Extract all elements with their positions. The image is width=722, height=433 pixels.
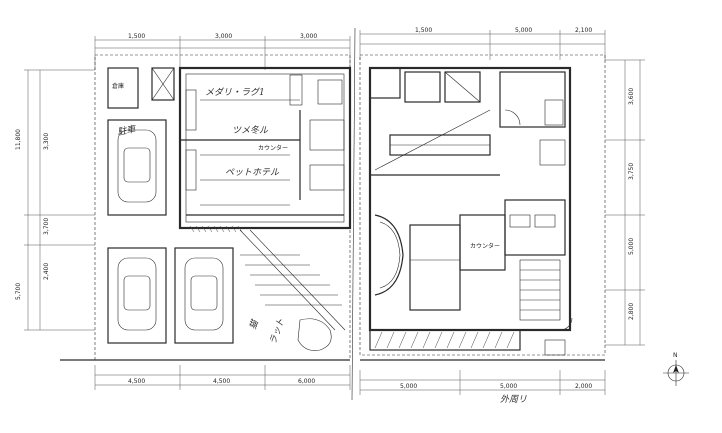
- top-dimension-lines: 1,500 3,000 3,000 1,500 5,000 2,100: [94, 27, 606, 70]
- bottom-dimension-lines: 4,500 4,500 6,000 5,000 5,000 2,000: [94, 365, 606, 395]
- hand-note-1: メダリ・ラグ1: [205, 87, 265, 98]
- storage-label: 倉庫: [112, 82, 124, 90]
- counter-label-2: カウンター: [470, 242, 500, 250]
- hand-note-3: ツメ冬ル: [232, 125, 269, 136]
- dim-left-5: 5,700: [15, 283, 22, 300]
- hand-note-2: ペットホテル: [225, 167, 280, 178]
- car-3: [184, 257, 224, 331]
- right-dimension-lines: 3,600 3,750 5,000 2,800: [605, 59, 645, 346]
- sketch-circle: [297, 318, 332, 351]
- hand-note-4: 猫: [247, 317, 261, 331]
- left-sheet: 倉庫 メダリ・ラグ1: [60, 54, 352, 361]
- dim-right-3: 5,000: [628, 238, 635, 255]
- dim-bottom-left-3: 6,000: [298, 378, 315, 385]
- right-site-boundary: [359, 54, 606, 356]
- compass-icon: N: [663, 352, 689, 386]
- bottom-hand-note: 外周リ: [500, 394, 527, 405]
- car-2: [117, 257, 157, 331]
- counter-label-1: カウンター: [258, 144, 288, 152]
- dim-bottom-right-2: 5,000: [500, 383, 517, 390]
- dim-bottom-right-3: 2,000: [575, 383, 592, 390]
- right-sheet: カウンター 外周リ: [359, 54, 606, 405]
- dim-top-left-1: 1,500: [128, 33, 145, 40]
- left-dimension-lines: 11,800 3,300 3,700 2,400 5,700: [15, 69, 95, 331]
- dim-right-4: 2,800: [628, 303, 635, 320]
- dim-right-1: 3,600: [628, 88, 635, 105]
- parking-space-3: [174, 247, 234, 344]
- dim-bottom-left-1: 4,500: [128, 378, 145, 385]
- dim-top-left-3: 3,000: [300, 33, 317, 40]
- left-site-boundary: [94, 54, 351, 361]
- front-walkway: [369, 329, 521, 351]
- hand-parking: 駐車: [117, 124, 138, 138]
- dim-left-1: 3,300: [43, 133, 50, 150]
- dim-left-3: 3,700: [43, 218, 50, 235]
- dim-top-right-2: 5,000: [515, 27, 532, 34]
- parking-space-1: [107, 119, 167, 216]
- hand-note-5: ラット: [268, 317, 287, 346]
- dim-top-right-3: 2,100: [575, 27, 592, 34]
- meter-box: [151, 67, 175, 101]
- dim-right-2: 3,750: [628, 163, 635, 180]
- dim-bottom-right-1: 5,000: [400, 383, 417, 390]
- curved-entrance: [374, 214, 404, 296]
- toilet-block: [499, 71, 566, 128]
- parking-space-2: [107, 247, 167, 344]
- dim-top-left-2: 3,000: [215, 33, 232, 40]
- car-1: [117, 129, 157, 203]
- dim-bottom-left-2: 4,500: [213, 378, 230, 385]
- dim-left-2: 11,800: [15, 129, 22, 150]
- dim-left-4: 2,400: [43, 263, 50, 280]
- left-building-wall: [178, 66, 352, 230]
- staircase: [519, 259, 561, 321]
- dim-top-right-1: 1,500: [415, 27, 432, 34]
- compass-label: N: [673, 352, 678, 359]
- sheet-seam: [351, 27, 356, 401]
- storage-box: [107, 67, 139, 109]
- right-building-wall: [368, 66, 572, 332]
